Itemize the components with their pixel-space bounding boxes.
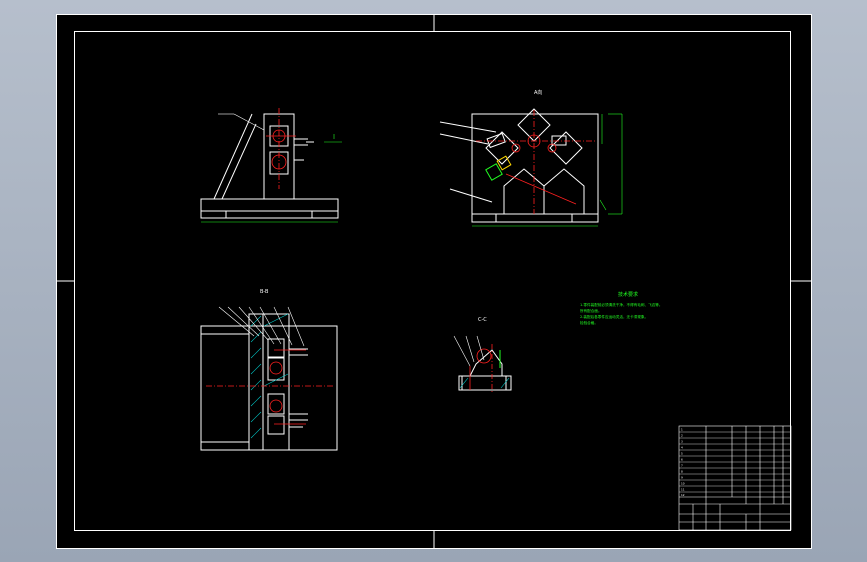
svg-text:2: 2	[681, 434, 683, 438]
view-a-label: A向	[534, 89, 542, 96]
svg-text:8: 8	[681, 470, 683, 474]
notes-line-2: 所有配合面。	[580, 308, 602, 313]
drawing-sheet: A向	[56, 14, 812, 549]
section-b-b: B-B	[200, 289, 338, 451]
svg-text:7: 7	[681, 464, 683, 468]
svg-text:3: 3	[681, 440, 683, 444]
outer-frame	[56, 14, 812, 549]
cad-drawing: A向	[56, 14, 812, 549]
inner-frame	[74, 31, 791, 531]
notes-line-4: 检验合格。	[580, 320, 598, 325]
hatching	[250, 313, 289, 439]
svg-text:1: 1	[681, 428, 683, 432]
notes-line-3: 2.装配后各零件应运动灵活，无卡滞现象。	[580, 314, 648, 319]
section-c-c: C-C	[453, 317, 512, 392]
section-c-label: C-C	[478, 317, 487, 323]
svg-text:6: 6	[681, 458, 683, 462]
parts-list-rows	[679, 431, 791, 493]
notes-line-1: 1.零件装配前必须清洗干净，不得有毛刺、飞边等。	[580, 302, 663, 307]
notes-heading: 技术要求	[618, 291, 638, 298]
technical-notes: 技术要求 1.零件装配前必须清洗干净，不得有毛刺、飞边等。 所有配合面。 2.装…	[580, 291, 663, 325]
svg-text:4: 4	[681, 446, 683, 450]
svg-text:5: 5	[681, 452, 683, 456]
parts-list-numbers: 1 2 3 4 5 6 7 8 9 10 11 12	[681, 428, 685, 498]
svg-text:9: 9	[681, 476, 683, 480]
front-view	[200, 108, 342, 223]
title-block: 1 2 3 4 5 6 7 8 9 10 11 12	[678, 425, 792, 531]
view-a: A向	[439, 89, 623, 227]
svg-text:12: 12	[681, 493, 685, 497]
centering-marks	[56, 14, 812, 549]
section-b-label: B-B	[260, 289, 269, 295]
svg-text:11: 11	[681, 488, 685, 492]
svg-text:10: 10	[681, 482, 685, 486]
